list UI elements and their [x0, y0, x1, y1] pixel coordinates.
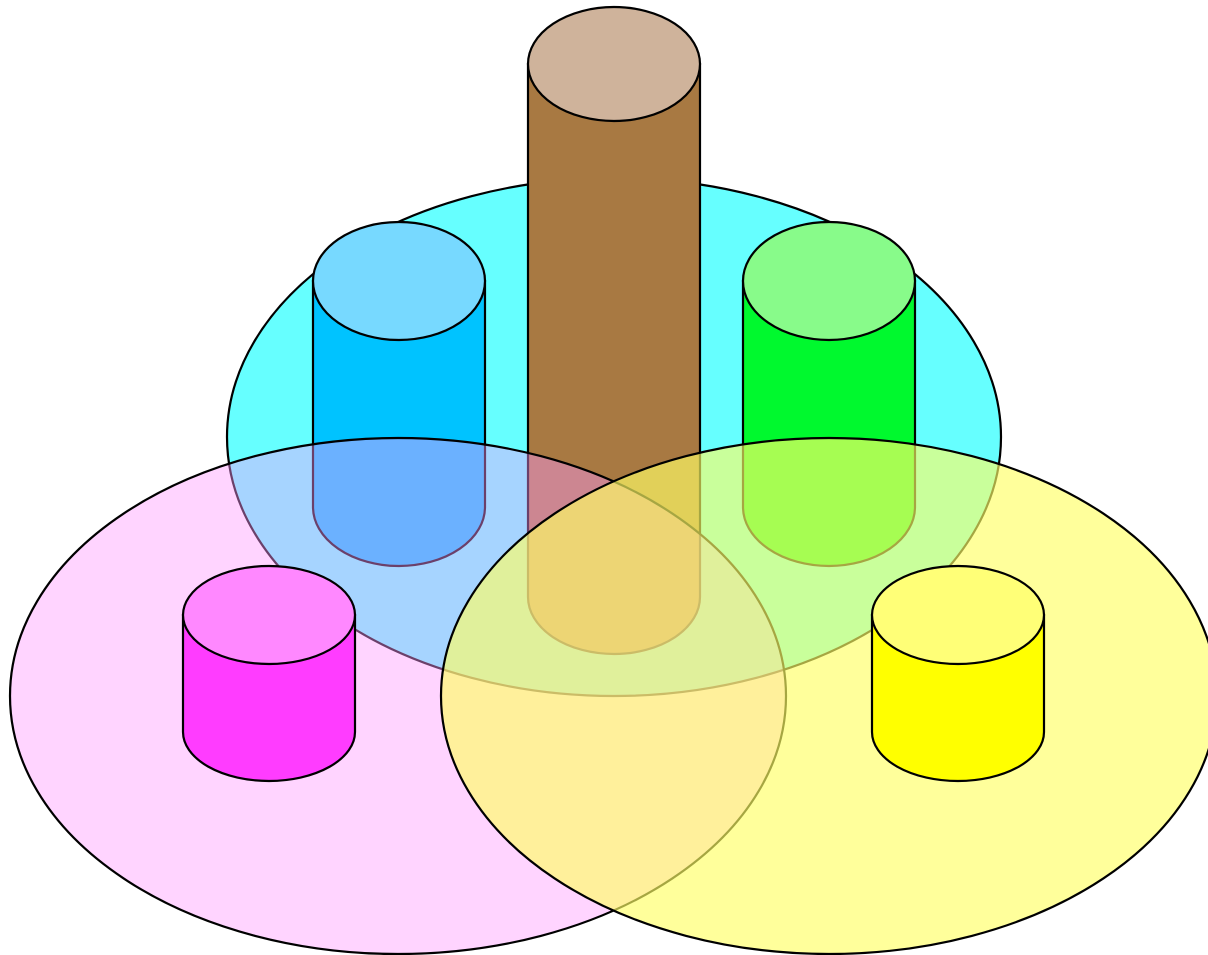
cylinder-top: [313, 222, 485, 340]
cylinder-top: [872, 566, 1044, 664]
cylinder-bottom-left: [183, 566, 355, 781]
cylinder-top: [528, 7, 700, 121]
cylinder-top: [183, 566, 355, 664]
cylinder-top: [743, 222, 915, 340]
cylinder-bottom-right: [872, 566, 1044, 781]
ellipse-right: [441, 438, 1208, 954]
